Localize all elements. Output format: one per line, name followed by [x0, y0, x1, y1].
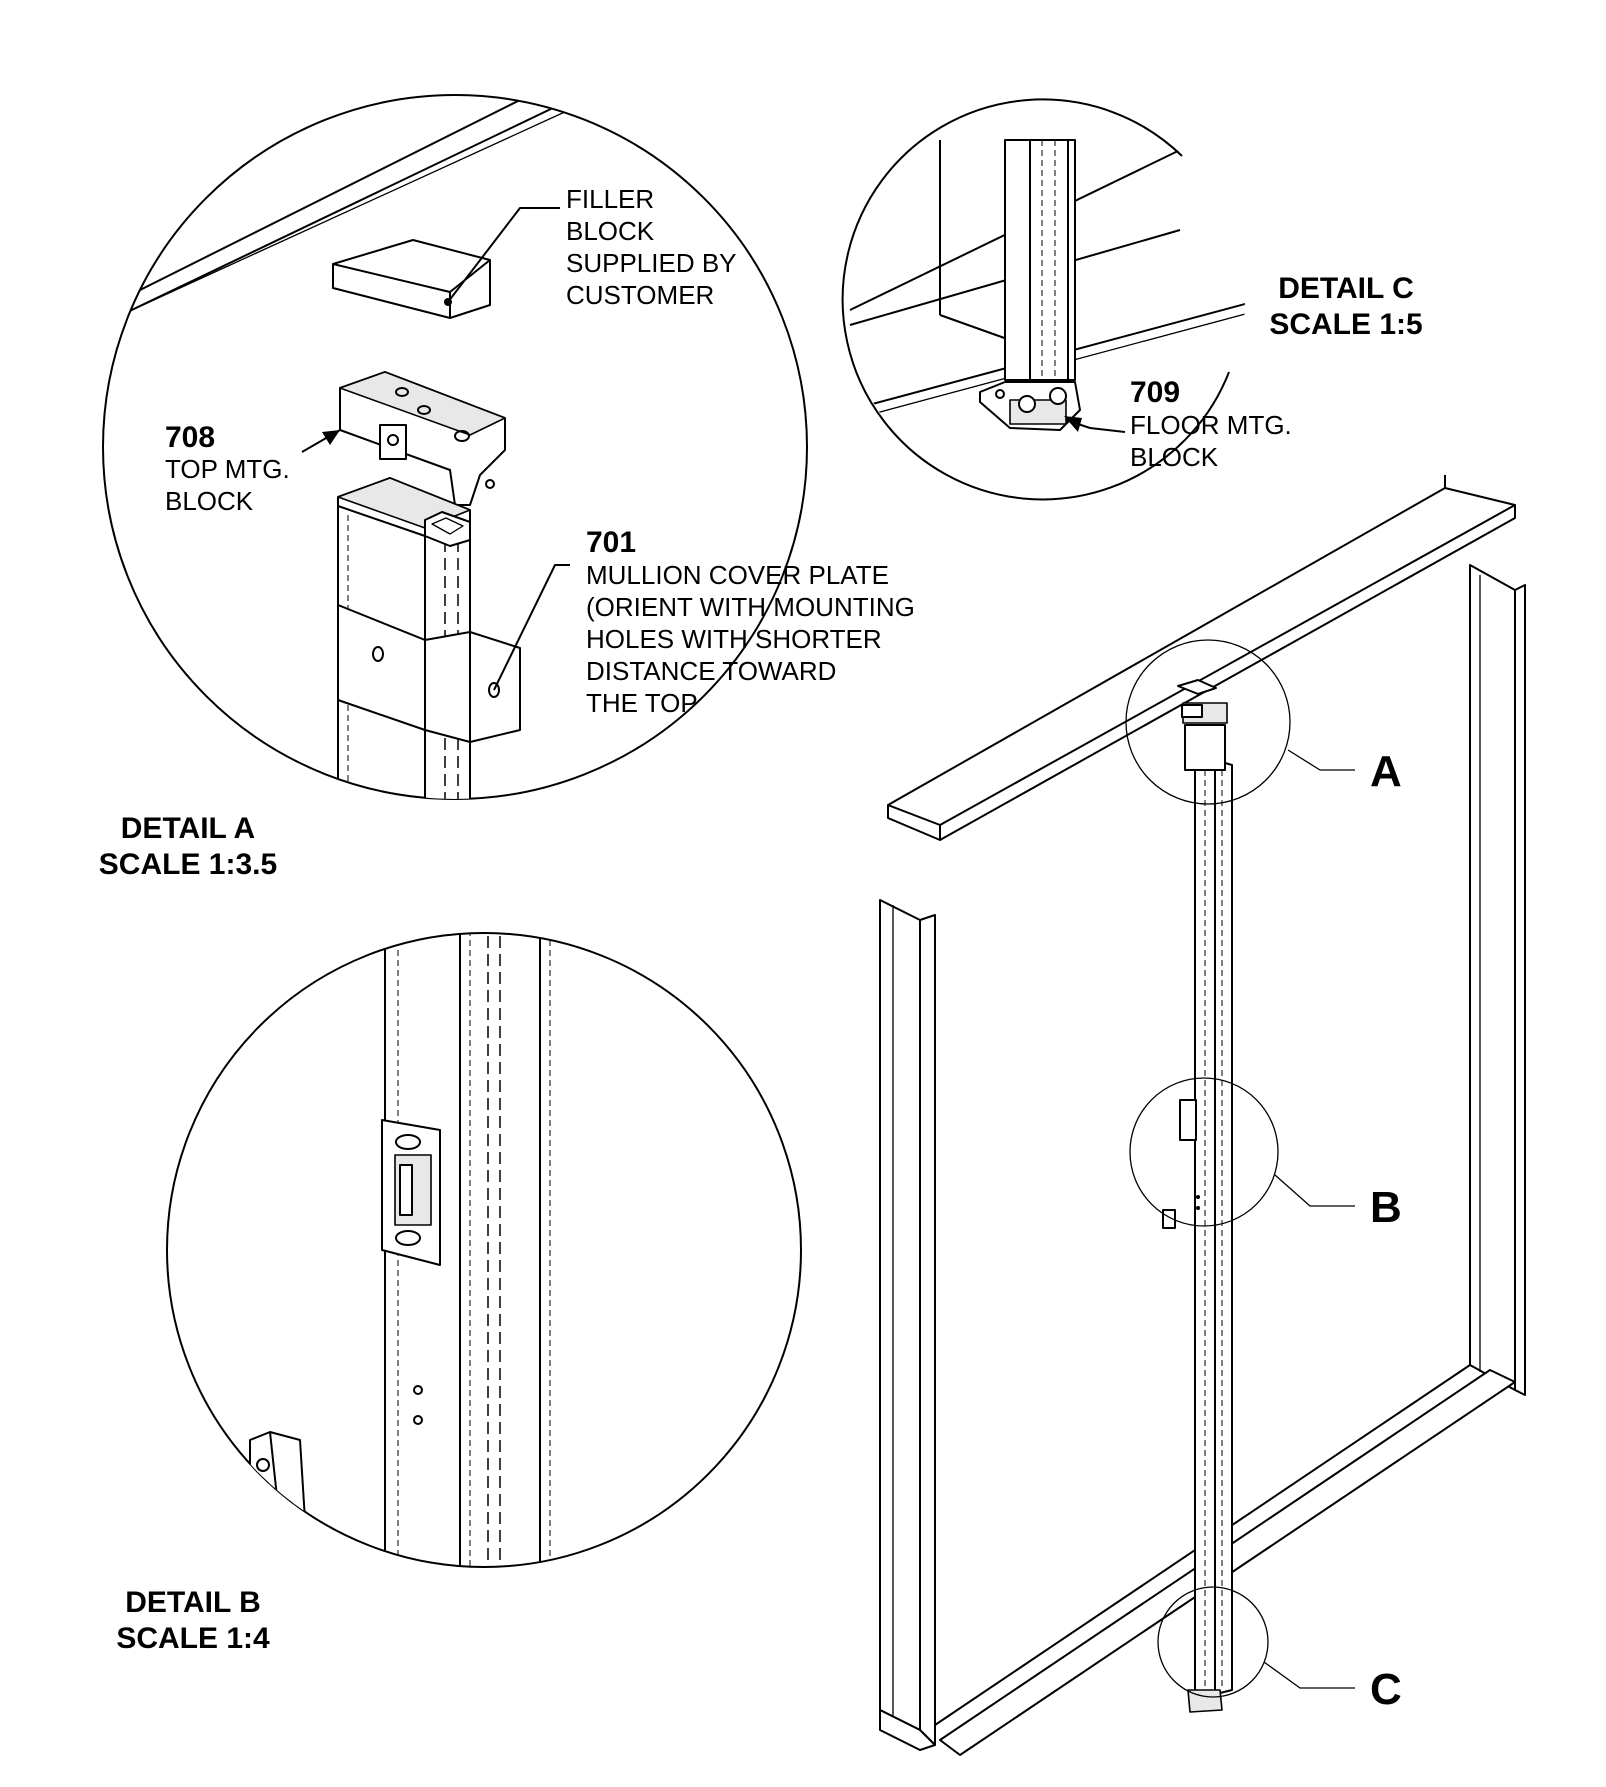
header-channel: [887, 475, 1516, 841]
detail-b-title: DETAIL B: [125, 1586, 261, 1619]
callout-c: C: [1157, 1586, 1402, 1714]
cover-plate-label-5: THE TOP: [586, 688, 698, 718]
top-mtg-block-label-2: BLOCK: [165, 486, 254, 516]
detail-c-scale: SCALE 1:5: [1269, 308, 1422, 341]
cover-plate-label-1: MULLION COVER PLATE: [586, 560, 889, 590]
filler-block-label-4: CUSTOMER: [566, 280, 714, 310]
floor-mtg-block-number: 709: [1130, 376, 1180, 409]
cover-plate-number: 701: [586, 526, 636, 559]
strike-bracket: [249, 1431, 306, 1529]
right-jamb: [1469, 564, 1526, 1396]
floor-mtg-block-label-2: BLOCK: [1130, 442, 1219, 472]
filler-block-label-1: FILLER: [566, 184, 654, 214]
top-mtg-block-label-1: TOP MTG.: [165, 454, 290, 484]
callout-a: A: [1125, 639, 1402, 805]
callout-b-label: B: [1370, 1183, 1402, 1232]
mullion-cover-plate: [337, 604, 521, 743]
callout-b: B: [1129, 1077, 1402, 1232]
mullion-tube: [337, 477, 471, 799]
filler-block-label-2: BLOCK: [566, 216, 655, 246]
filler-block-label-3: SUPPLIED BY: [566, 248, 737, 278]
callout-a-label: A: [1370, 747, 1402, 796]
detail-c-title: DETAIL C: [1278, 272, 1414, 305]
detail-b-view: DETAIL B SCALE 1:4: [116, 932, 802, 1655]
detail-b-scale: SCALE 1:4: [116, 1622, 270, 1655]
callout-c-label: C: [1370, 1665, 1402, 1714]
detail-c-view: 709 FLOOR MTG. BLOCK DETAIL C SCALE 1:5: [841, 98, 1423, 501]
mullion: [1162, 679, 1233, 1713]
floor-mtg-block-label-1: FLOOR MTG.: [1130, 410, 1292, 440]
floor-mounting-block: [979, 381, 1081, 431]
left-jamb: [879, 899, 936, 1751]
frame-assembly: A B C: [879, 475, 1526, 1756]
top-mtg-block-number: 708: [165, 421, 215, 454]
detail-a-scale: SCALE 1:3.5: [99, 848, 277, 881]
electric-strike: [381, 1119, 441, 1266]
detail-a-title: DETAIL A: [121, 812, 255, 845]
cover-plate-label-3: HOLES WITH SHORTER: [586, 624, 882, 654]
cover-plate-label-4: DISTANCE TOWARD: [586, 656, 836, 686]
top-mounting-block: [339, 371, 506, 506]
cover-plate-label-2: (ORIENT WITH MOUNTING: [586, 592, 915, 622]
detail-a-view: FILLER BLOCK SUPPLIED BY CUSTOMER 708 TO…: [99, 94, 915, 881]
